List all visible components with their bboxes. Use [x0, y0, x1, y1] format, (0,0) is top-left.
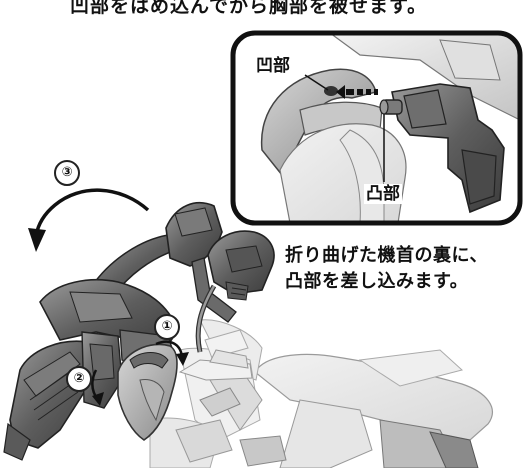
inset-border: [230, 30, 523, 226]
rotation-arrow-3: [28, 188, 150, 252]
rotation-arrow-1: [155, 340, 189, 366]
peg-label: 凸部: [364, 184, 402, 204]
recess-leader: [304, 74, 329, 91]
recess-slot: [324, 86, 338, 96]
main-figure: [3, 202, 493, 468]
top-caption: 凹部をはめ込んでから胸部を被せます。: [70, 0, 428, 15]
instruction-line-2: 凸部を差し込みます。: [285, 271, 469, 292]
recess-label: 凹部: [254, 56, 292, 76]
step-3-marker: ③: [54, 160, 80, 186]
rotation-arrow-2: [91, 369, 104, 406]
instruction-text: 折り曲げた機首の裏に、 凸部を差し込みます。: [285, 243, 521, 295]
step-1-marker: ①: [154, 314, 180, 340]
insert-arrow: [336, 85, 378, 99]
step-2-marker: ②: [66, 366, 92, 392]
inset-panel: [230, 30, 523, 226]
instruction-line-1: 折り曲げた機首の裏に、: [285, 245, 488, 266]
